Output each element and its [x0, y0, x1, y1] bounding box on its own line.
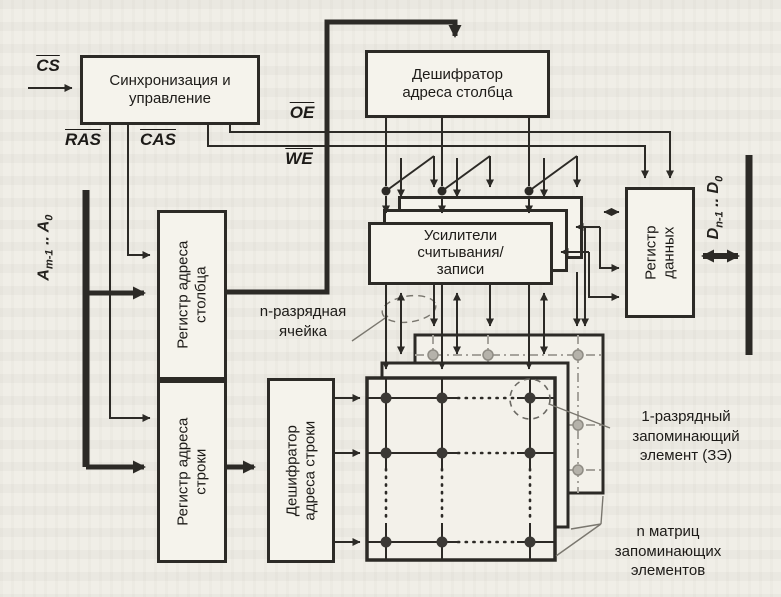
block-row-address-register: Регистр адреса строки [157, 380, 227, 563]
block-column-address-decoder-label: Дешифратор адреса столбца [402, 66, 513, 101]
address-bus [82, 190, 146, 474]
annotation-matrices: n матриц запоминающих элементов [614, 523, 722, 579]
block-column-address-register: Регистр адреса столбца [157, 210, 227, 380]
ras-signal-label: RAS [65, 130, 101, 149]
we-signal-label: WE [285, 149, 313, 168]
annotation-bit-cell: n-разрядная ячейка [259, 303, 347, 340]
storage-element-highlight-circle [509, 378, 551, 420]
block-sync-control: Синхронизация и управление [80, 55, 260, 125]
amplifiers-label-line2: считывания/ [417, 244, 504, 262]
data-bus [701, 155, 753, 355]
oe-wire [229, 125, 674, 179]
col-register-to-decoder-wire [227, 19, 462, 295]
we-wire [207, 125, 649, 179]
storage-element-dot [380, 392, 536, 548]
column-select-switches [381, 118, 581, 214]
annotation-leaders [351, 294, 611, 557]
cas-signal-label: CAS [140, 130, 176, 149]
amplifiers-label-line3: записи [436, 260, 485, 278]
storage-element-dot-gray [427, 349, 584, 476]
bit-lines [382, 272, 581, 370]
row-decoder-outputs [335, 394, 361, 546]
cs-signal-label: CS [36, 56, 60, 75]
block-row-address-decoder: Дешифратор адреса строки [267, 378, 335, 563]
cas-wire [127, 125, 151, 259]
block-sync-control-label: Синхронизация и управление [109, 72, 231, 107]
block-data-register: Регистр данных [625, 187, 695, 318]
ras-wire [109, 125, 151, 422]
block-column-address-decoder: Дешифратор адреса столбца [365, 50, 550, 118]
annotation-storage-element: 1-разрядный запоминающий элемент (ЗЭ) [632, 408, 740, 464]
thick-register-outputs [227, 19, 462, 474]
amplifiers-label-line1: Усилители [423, 227, 498, 245]
bit-cell-ellipse [381, 294, 437, 324]
oe-signal-label: OE [289, 103, 315, 122]
matrix-front [365, 376, 557, 562]
block-read-write-amplifiers: Усилители считывания/ записи [368, 222, 553, 285]
data-register-wires [560, 208, 620, 327]
